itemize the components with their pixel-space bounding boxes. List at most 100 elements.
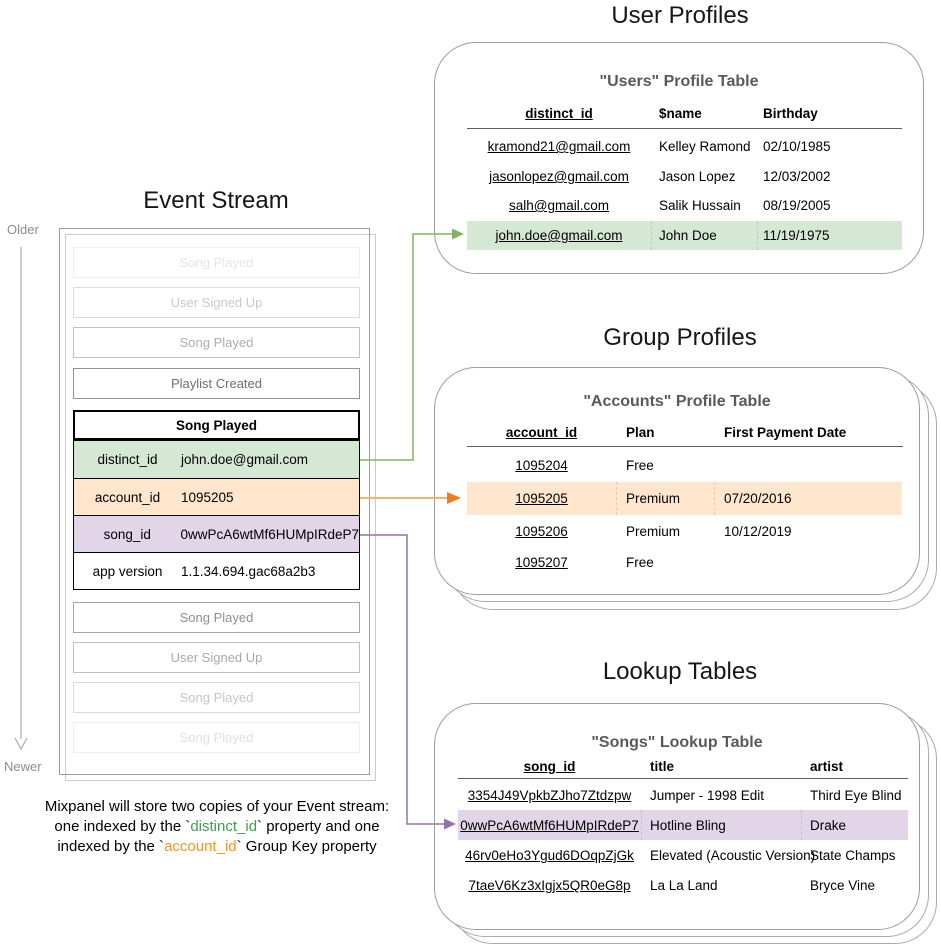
user-profiles-card: "Users" Profile Table distinct_id $name … <box>434 42 924 274</box>
property-value: 1.1.34.694.gac68a2b3 <box>181 563 316 579</box>
column-header: title <box>650 759 675 774</box>
header-separator <box>467 446 903 447</box>
table-row: 46rv0eHo3Ygud6DOqpZjGk Elevated (Acousti… <box>435 841 919 871</box>
column-header: $name <box>659 106 702 121</box>
cell-account-id: 1095204 <box>515 458 568 473</box>
column-divider <box>801 810 802 840</box>
column-header: distinct_id <box>525 106 593 121</box>
cell-plan: Premium <box>626 491 681 506</box>
cell-birthday: 08/19/2005 <box>763 198 831 213</box>
table-row: kramond21@gmail.com Kelley Ramond 02/10/… <box>435 132 923 161</box>
column-divider <box>651 221 652 250</box>
cell-distinct-id: kramond21@gmail.com <box>487 139 631 154</box>
selected-event-title: Song Played <box>73 410 360 440</box>
older-label: Older <box>7 222 39 237</box>
cell-birthday: 11/19/1975 <box>763 228 830 243</box>
column-header: artist <box>810 759 844 774</box>
column-header: Plan <box>626 425 655 440</box>
cell-first-payment-date: 10/12/2019 <box>724 524 792 539</box>
event-property-distinct-id: distinct_id john.doe@gmail.com <box>74 441 359 478</box>
cell-title: Jumper - 1998 Edit <box>650 788 765 803</box>
column-divider <box>641 810 642 840</box>
table-row: 1095206 Premium 10/12/2019 <box>435 517 919 547</box>
cell-artist: Third Eye Blind <box>810 788 902 803</box>
event-box: Song Played <box>73 682 360 713</box>
column-divider <box>757 221 758 250</box>
cell-name: Jason Lopez <box>659 169 736 184</box>
cell-birthday: 12/03/2002 <box>763 169 831 184</box>
cell-title: Elevated (Acoustic Version) <box>650 848 816 863</box>
column-header: First Payment Date <box>724 425 847 440</box>
table-row: salh@gmail.com Salik Hussain 08/19/2005 <box>435 191 923 220</box>
caption-line3-post: ` Group Key property <box>236 838 377 855</box>
column-header: Birthday <box>763 106 818 121</box>
event-box: Song Played <box>73 327 360 358</box>
column-divider <box>714 482 715 515</box>
lookup-tables-card: "Songs" Lookup Table song_id title artis… <box>434 703 920 930</box>
group-profiles-card: "Accounts" Profile Table account_id Plan… <box>434 367 920 595</box>
cell-title: Hotline Bling <box>650 818 726 833</box>
property-key: distinct_id <box>97 452 158 467</box>
event-box: Playlist Created <box>73 368 360 399</box>
property-key: account_id <box>94 489 161 505</box>
cell-song-id: 7taeV6Kz3xIgjx5QR0eG8p <box>468 878 631 893</box>
caption-line2-pre: one indexed by the ` <box>54 818 191 835</box>
table-row: 1095204 Free <box>435 451 919 481</box>
caption-line3-pre: indexed by the ` <box>57 838 165 855</box>
cell-name: Kelley Ramond <box>659 139 751 154</box>
table-row: 1095205 Premium 07/20/2016 <box>435 484 919 514</box>
table-row: 3354J49VpkbZJho7Ztdzpw Jumper - 1998 Edi… <box>435 781 919 811</box>
cell-song-id: 0wwPcA6wtMf6HUMpIRdeP7 <box>460 818 639 833</box>
cell-plan: Free <box>626 555 654 570</box>
cell-account-id: 1095206 <box>515 524 568 539</box>
property-key: song_id <box>103 526 151 542</box>
highlighted-user-row <box>467 221 902 250</box>
property-value: john.doe@gmail.com <box>181 452 309 467</box>
header-separator <box>467 128 902 129</box>
table-row: john.doe@gmail.com John Doe 11/19/1975 <box>435 221 923 250</box>
event-property-song-id: song_id 0wwPcA6wtMf6HUMpIRdeP7 <box>74 515 359 552</box>
caption-line1: Mixpanel will store two copies of your E… <box>44 798 390 815</box>
cell-song-id: 46rv0eHo3Ygud6DOqpZjGk <box>465 848 634 863</box>
cell-distinct-id: john.doe@gmail.com <box>495 228 623 243</box>
cell-plan: Free <box>626 458 654 473</box>
cell-account-id: 1095205 <box>515 491 568 506</box>
cell-distinct-id: salh@gmail.com <box>509 198 609 213</box>
caption-line2-post: ` property and one <box>257 818 380 835</box>
table-row: 0wwPcA6wtMf6HUMpIRdeP7 Hotline Bling Dra… <box>435 811 919 841</box>
users-table-title: "Users" Profile Table <box>599 73 759 90</box>
cell-name: Salik Hussain <box>659 198 741 213</box>
table-row: 7taeV6Kz3xIgjx5QR0eG8p La La Land Bryce … <box>435 871 919 901</box>
cell-account-id: 1095207 <box>515 555 568 570</box>
caption-distinct-id: distinct_id <box>190 818 258 835</box>
property-value: 1095205 <box>181 489 234 505</box>
cell-plan: Premium <box>626 524 681 539</box>
event-stream-title: Event Stream <box>143 187 289 214</box>
column-header: account_id <box>505 425 578 440</box>
cell-artist: Drake <box>810 818 847 833</box>
selected-event-card: distinct_id john.doe@gmail.com account_i… <box>73 440 360 590</box>
event-stream-card <box>59 228 370 775</box>
event-box: User Signed Up <box>73 642 360 673</box>
newer-label: Newer <box>4 759 42 774</box>
cell-birthday: 02/10/1985 <box>763 139 831 154</box>
table-row: jasonlopez@gmail.com Jason Lopez 12/03/2… <box>435 162 923 191</box>
event-stream-stack-card <box>65 234 376 781</box>
event-box: Song Played <box>73 602 360 633</box>
event-box: User Signed Up <box>73 287 360 318</box>
column-header: song_id <box>523 759 576 774</box>
accounts-table-title: "Accounts" Profile Table <box>583 393 771 410</box>
lookup-tables-title: Lookup Tables <box>602 658 758 685</box>
cell-title: La La Land <box>650 878 718 893</box>
user-profiles-title: User Profiles <box>611 2 749 29</box>
cell-artist: State Champs <box>810 848 896 863</box>
header-separator <box>458 778 908 779</box>
highlighted-account-row <box>467 482 902 515</box>
highlighted-song-row <box>458 810 908 840</box>
arrow-down-icon <box>14 737 28 751</box>
timeline-arrow <box>14 247 28 751</box>
property-value: 0wwPcA6wtMf6HUMpIRdeP7 <box>180 526 359 542</box>
caption-account-id: account_id <box>164 838 237 855</box>
cell-name: John Doe <box>659 228 717 243</box>
event-box: Song Played <box>73 247 360 278</box>
